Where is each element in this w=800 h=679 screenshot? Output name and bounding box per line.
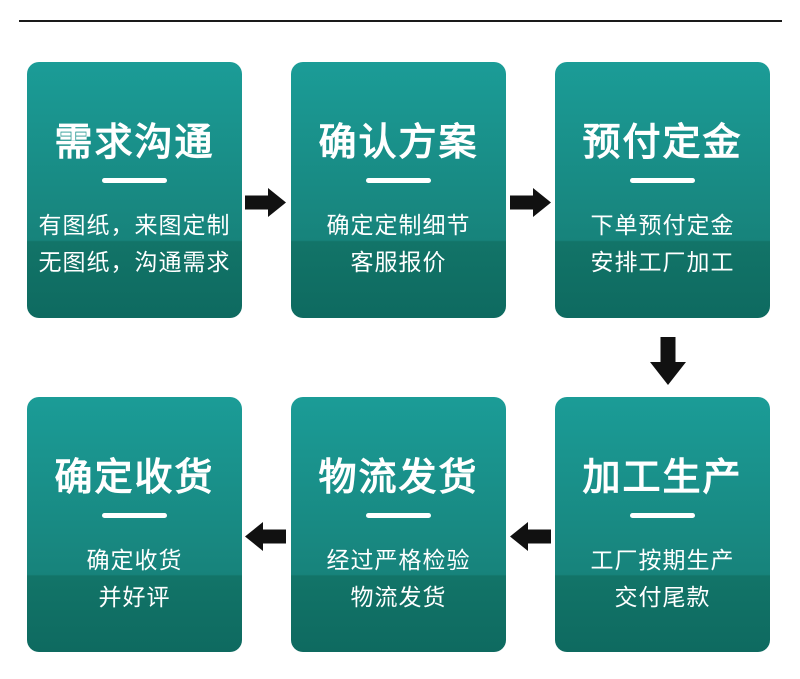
arrow-down-icon	[650, 337, 686, 385]
title-underline	[630, 178, 695, 183]
step-card-production: 加工生产 工厂按期生产 交付尾款	[555, 397, 770, 652]
step-card-confirm-receipt: 确定收货 确定收货 并好评	[27, 397, 242, 652]
step-detail-line: 无图纸，沟通需求	[38, 249, 231, 275]
step-detail-line: 有图纸，来图定制	[38, 212, 231, 238]
step-title: 物流发货	[318, 457, 479, 499]
arrow-left-icon	[510, 522, 551, 551]
step-detail-line: 下单预付定金	[590, 212, 735, 238]
title-underline	[366, 178, 431, 183]
arrow-left-icon	[245, 522, 286, 551]
step-card-confirm-plan: 确认方案 确定定制细节 客服报价	[291, 62, 506, 318]
arrow-right-icon	[245, 188, 286, 217]
step-title: 确定收货	[54, 457, 215, 499]
step-detail-line: 安排工厂加工	[590, 249, 735, 275]
step-title: 加工生产	[582, 457, 743, 499]
step-title: 预付定金	[582, 122, 743, 164]
step-detail-line: 经过严格检验	[326, 547, 471, 573]
step-detail-line: 客服报价	[350, 249, 447, 275]
title-underline	[102, 178, 167, 183]
step-card-requirement: 需求沟通 有图纸，来图定制 无图纸，沟通需求	[27, 62, 242, 318]
step-detail-line: 并好评	[98, 584, 171, 610]
step-card-deposit: 预付定金 下单预付定金 安排工厂加工	[555, 62, 770, 318]
title-underline	[102, 513, 167, 518]
arrow-right-icon	[510, 188, 551, 217]
step-detail-line: 交付尾款	[614, 584, 711, 610]
step-detail-line: 工厂按期生产	[590, 547, 735, 573]
title-underline	[630, 513, 695, 518]
step-title: 需求沟通	[54, 122, 215, 164]
step-card-shipping: 物流发货 经过严格检验 物流发货	[291, 397, 506, 652]
step-detail-line: 确定定制细节	[326, 212, 471, 238]
title-underline	[366, 513, 431, 518]
step-detail-line: 物流发货	[350, 584, 447, 610]
step-detail-line: 确定收货	[86, 547, 183, 573]
step-title: 确认方案	[318, 122, 479, 164]
top-divider-rule	[19, 20, 782, 22]
